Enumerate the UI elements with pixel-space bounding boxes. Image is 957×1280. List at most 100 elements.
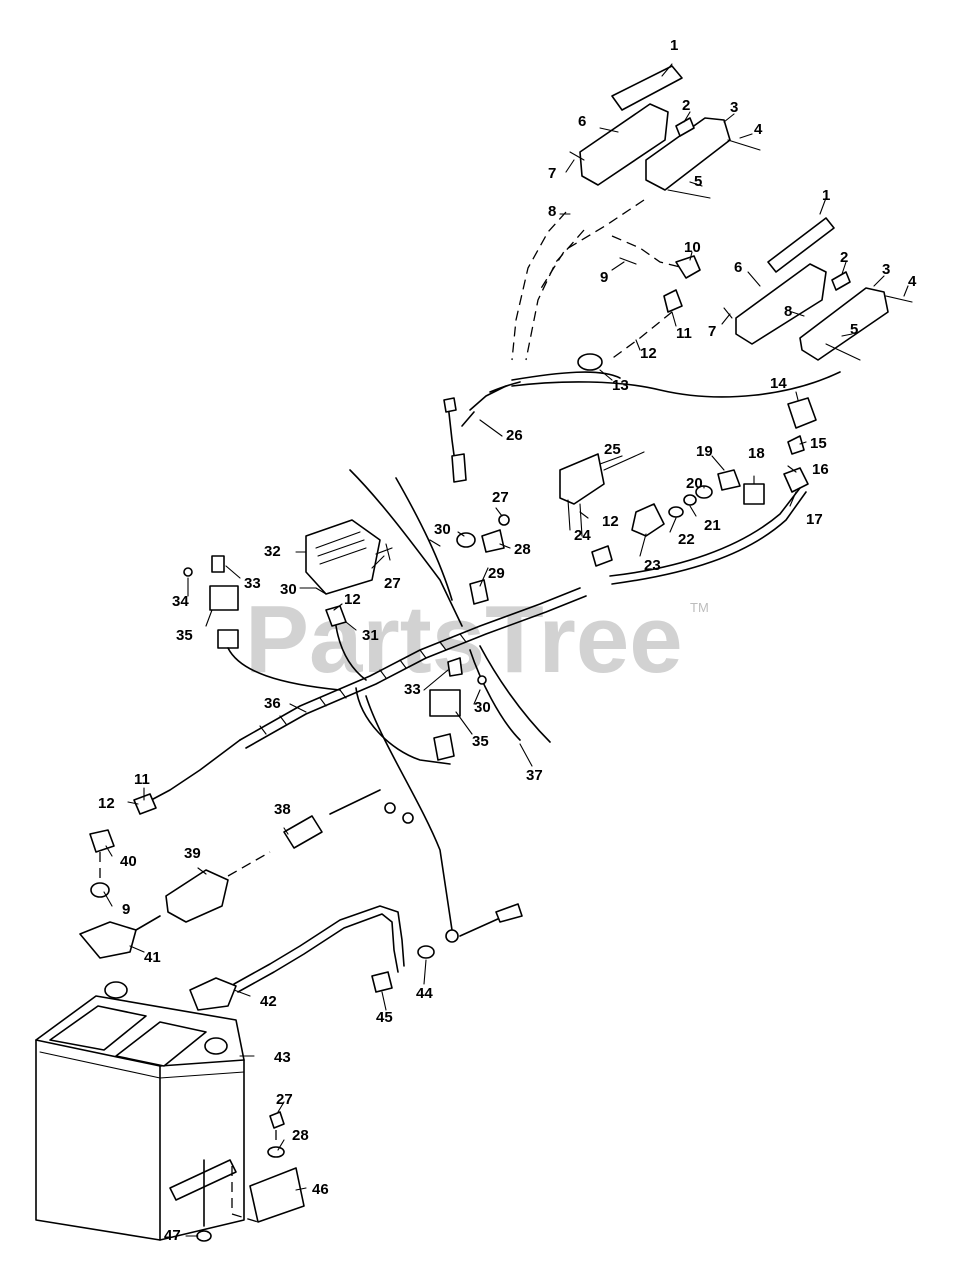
- part-27-nut: [498, 514, 510, 526]
- callout-13: 13: [612, 377, 629, 394]
- callout-4: 4: [754, 121, 763, 138]
- callout-labels: 1 2 3 4 6 7 5 8 1 2 3 4 6 7 8 5 9 10 11 …: [98, 37, 917, 1244]
- part-27-screw: [375, 543, 393, 561]
- callout-42: 42: [260, 993, 277, 1010]
- callout-27: 27: [276, 1091, 293, 1108]
- callout-12: 12: [98, 795, 115, 812]
- part-26-wrap: [461, 385, 507, 427]
- part-32-regulator: [305, 519, 381, 595]
- part-19-bracket: [717, 469, 741, 491]
- callout-1: 1: [670, 37, 678, 54]
- part-35-relay-lower: [429, 689, 461, 717]
- part-5-right: [825, 343, 861, 361]
- part-38-fuse-holder: [283, 815, 323, 849]
- part-25-solenoid: [559, 453, 605, 505]
- callout-29: 29: [488, 565, 505, 582]
- center-components: [559, 451, 765, 567]
- part-9-screw: [619, 257, 637, 265]
- main-harness: [133, 587, 587, 943]
- part-5-upper: [667, 189, 711, 199]
- wire-8-upper: [511, 211, 567, 361]
- callout-19: 19: [696, 443, 713, 460]
- part-6-upper: [579, 103, 669, 186]
- part-29-connector: [469, 579, 489, 605]
- callout-8: 8: [548, 203, 556, 220]
- callout-27: 27: [384, 575, 401, 592]
- part-44-washer: [417, 945, 435, 959]
- callout-24: 24: [574, 527, 591, 544]
- callout-30: 30: [280, 581, 297, 598]
- callout-33: 33: [244, 575, 261, 592]
- part-28-washer-lower: [267, 1146, 285, 1158]
- callout-15: 15: [810, 435, 827, 452]
- callout-27: 27: [492, 489, 509, 506]
- right-switch-assembly: [723, 217, 913, 361]
- part-33-clip-lower: [447, 657, 463, 677]
- callout-47: 47: [164, 1227, 181, 1244]
- callout-30: 30: [434, 521, 451, 538]
- part-9-nut: [90, 882, 110, 898]
- part-7-right: [723, 307, 733, 319]
- part-4-upper: [727, 139, 761, 151]
- watermark-trademark: TM: [690, 600, 709, 615]
- part-16-connector: [783, 467, 809, 493]
- part-13-clamp: [577, 353, 603, 371]
- hold-down-parts: [196, 1111, 305, 1242]
- leader-lines: [103, 63, 909, 1237]
- part-3-upper: [645, 117, 731, 191]
- callout-12: 12: [640, 345, 657, 362]
- callout-2: 2: [682, 97, 690, 114]
- callout-31: 31: [362, 627, 379, 644]
- callout-12: 12: [344, 591, 361, 608]
- callout-46: 46: [312, 1181, 329, 1198]
- part-46-bracket: [249, 1167, 305, 1223]
- wire-17: [609, 487, 801, 577]
- battery-terminal-left: [104, 981, 128, 999]
- part-34-screw: [183, 567, 193, 577]
- callout-44: 44: [416, 985, 433, 1002]
- callout-12: 12: [602, 513, 619, 530]
- callout-39: 39: [184, 845, 201, 862]
- upper-switch-assembly: [511, 65, 761, 361]
- part-37-leads: [479, 645, 551, 743]
- callout-30: 30: [474, 699, 491, 716]
- callout-7: 7: [548, 165, 556, 182]
- battery-cables: [79, 789, 523, 1011]
- part-11-clip: [663, 289, 683, 313]
- part-39-boot: [165, 869, 229, 923]
- callout-37: 37: [526, 767, 543, 784]
- callout-35: 35: [176, 627, 193, 644]
- part-35-relay: [209, 585, 239, 611]
- callout-35: 35: [472, 733, 489, 750]
- callout-9: 9: [122, 901, 130, 918]
- callout-14: 14: [770, 375, 787, 392]
- callout-3: 3: [882, 261, 890, 278]
- battery: [35, 981, 245, 1241]
- callout-21: 21: [704, 517, 721, 534]
- callout-43: 43: [274, 1049, 291, 1066]
- right-components: [609, 397, 817, 585]
- part-30-grommet: [456, 532, 476, 548]
- callout-3: 3: [730, 99, 738, 116]
- callout-8: 8: [784, 303, 792, 320]
- part-24-leads: [567, 499, 583, 537]
- callout-6: 6: [734, 259, 742, 276]
- part-21-washer: [683, 494, 697, 506]
- part-6-right: [735, 263, 827, 345]
- battery-terminal-right: [204, 1037, 228, 1055]
- callout-11: 11: [676, 325, 692, 342]
- part-27-nut-lower: [269, 1111, 285, 1129]
- callout-5: 5: [850, 321, 858, 338]
- callout-18: 18: [748, 445, 765, 462]
- part-15-clip: [787, 435, 805, 455]
- callout-9: 9: [600, 269, 608, 286]
- callout-16: 16: [812, 461, 829, 478]
- callout-34: 34: [172, 593, 189, 610]
- part-45-nut: [371, 971, 393, 993]
- callout-5: 5: [694, 173, 702, 190]
- callout-28: 28: [292, 1127, 309, 1144]
- part-30-screw-lower: [477, 675, 487, 685]
- part-22-washer: [668, 506, 684, 518]
- part-42-cable-end: [189, 977, 237, 1011]
